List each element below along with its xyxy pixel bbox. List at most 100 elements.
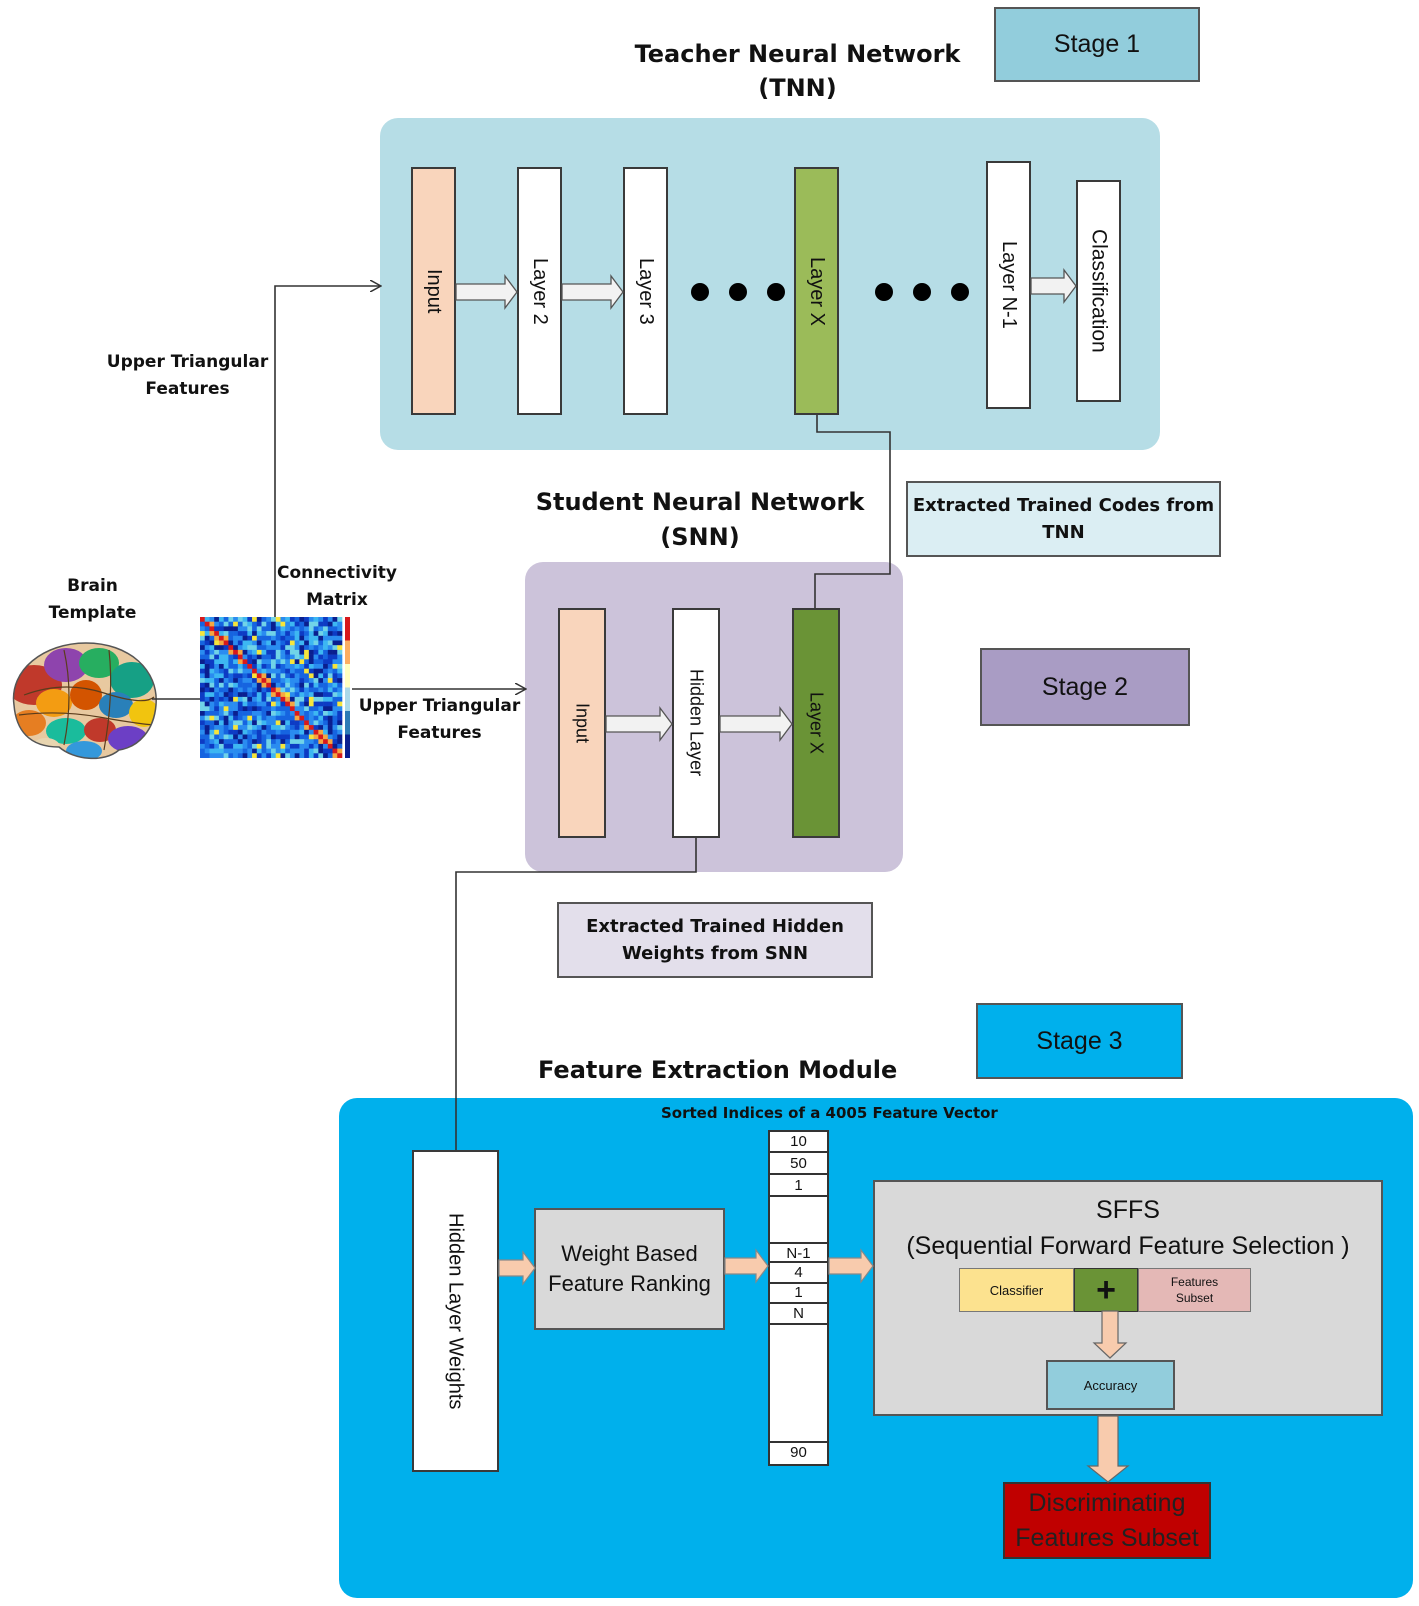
matrix-cell: [218, 743, 224, 749]
matrix-cell: [275, 692, 281, 698]
matrix-cell: [209, 664, 215, 669]
matrix-cell: [256, 645, 262, 651]
matrix-cell: [233, 696, 239, 702]
matrix-cell: [204, 711, 210, 716]
matrix-cell: [209, 715, 215, 721]
tnn-title-line1: Teacher Neural Network: [634, 40, 961, 68]
matrix-cell: [285, 617, 291, 622]
matrix-cell: [313, 678, 319, 684]
matrix-cell: [266, 635, 272, 641]
matrix-cell: [275, 678, 281, 684]
matrix-cell: [299, 678, 305, 684]
matrix-cell: [200, 682, 206, 688]
matrix-cell: [204, 673, 210, 679]
matrix-cell: [247, 649, 253, 655]
matrix-cell: [237, 668, 243, 674]
matrix-cell: [332, 729, 338, 735]
matrix-cell: [318, 621, 324, 627]
matrix-cell: [299, 668, 305, 674]
matrix-cell: [200, 711, 206, 716]
matrix-cell: [285, 673, 291, 679]
matrix-cell: [209, 734, 215, 740]
matrix-cell: [313, 696, 319, 702]
matrix-cell: [318, 631, 324, 637]
matrix-cell: [214, 729, 220, 735]
matrix-cell: [233, 621, 239, 627]
matrix-cell: [237, 682, 243, 688]
matrix-cell: [308, 668, 314, 674]
matrix-cell: [308, 673, 314, 679]
matrix-cell: [256, 654, 262, 660]
colorbar-segment: [345, 617, 350, 641]
matrix-cell: [271, 673, 277, 679]
matrix-cell: [261, 711, 267, 716]
matrix-cell: [228, 701, 234, 707]
matrix-cell: [261, 748, 267, 754]
matrix-cell: [214, 635, 220, 641]
matrix-cell: [289, 640, 295, 646]
matrix-cell: [209, 729, 215, 735]
matrix-cell: [304, 673, 310, 679]
matrix-cell: [299, 654, 305, 660]
matrix-cell: [228, 678, 234, 684]
matrix-cell: [318, 645, 324, 651]
matrix-cell: [261, 706, 267, 712]
matrix-cell: [304, 635, 310, 641]
matrix-cell: [313, 654, 319, 660]
matrix-cell: [280, 678, 286, 684]
matrix-cell: [308, 635, 314, 641]
matrix-cell: [313, 645, 319, 651]
matrix-cell: [261, 739, 267, 745]
matrix-cell: [327, 626, 333, 632]
matrix-cell: [200, 645, 206, 651]
matrix-cell: [204, 645, 210, 651]
matrix-cell: [214, 645, 220, 651]
matrix-cell: [204, 682, 210, 688]
matrix-cell: [233, 673, 239, 679]
matrix-cell: [294, 617, 300, 622]
matrix-cell: [327, 692, 333, 698]
matrix-cell: [242, 692, 248, 698]
matrix-cell: [332, 715, 338, 721]
matrix-cell: [200, 640, 206, 646]
matrix-cell: [261, 645, 267, 651]
matrix-cell: [289, 631, 295, 637]
matrix-cell: [337, 678, 343, 684]
matrix-cell: [294, 645, 300, 651]
matrix-cell: [294, 725, 300, 731]
index-cell: N: [770, 1304, 827, 1325]
matrix-cell: [247, 645, 253, 651]
matrix-cell: [299, 743, 305, 749]
matrix-cell: [332, 701, 338, 707]
snn-input-layer: Input: [558, 608, 606, 838]
matrix-cell: [337, 621, 343, 627]
matrix-cell: [304, 720, 310, 726]
matrix-cell: [247, 621, 253, 627]
matrix-cell: [214, 668, 220, 674]
matrix-cell: [218, 635, 224, 641]
matrix-cell: [304, 729, 310, 735]
matrix-cell: [308, 692, 314, 698]
matrix-cell: [233, 729, 239, 735]
matrix-cell: [294, 640, 300, 646]
matrix-cell: [332, 617, 338, 622]
matrix-cell: [318, 743, 324, 749]
matrix-cell: [280, 753, 286, 758]
matrix-cell: [228, 626, 234, 632]
matrix-cell: [289, 687, 295, 693]
matrix-cell: [337, 720, 343, 726]
upper-triangular-top-label: Upper Triangular Features: [100, 348, 275, 404]
matrix-cell: [252, 739, 258, 745]
matrix-cell: [285, 734, 291, 740]
matrix-cell: [327, 696, 333, 702]
matrix-cell: [308, 711, 314, 716]
matrix-cell: [223, 696, 229, 702]
matrix-cell: [299, 701, 305, 707]
matrix-cell: [233, 631, 239, 637]
matrix-cell: [256, 734, 262, 740]
matrix-cell: [280, 649, 286, 655]
matrix-cell: [332, 635, 338, 641]
matrix-cell: [223, 673, 229, 679]
matrix-cell: [200, 635, 206, 641]
matrix-cell: [261, 687, 267, 693]
